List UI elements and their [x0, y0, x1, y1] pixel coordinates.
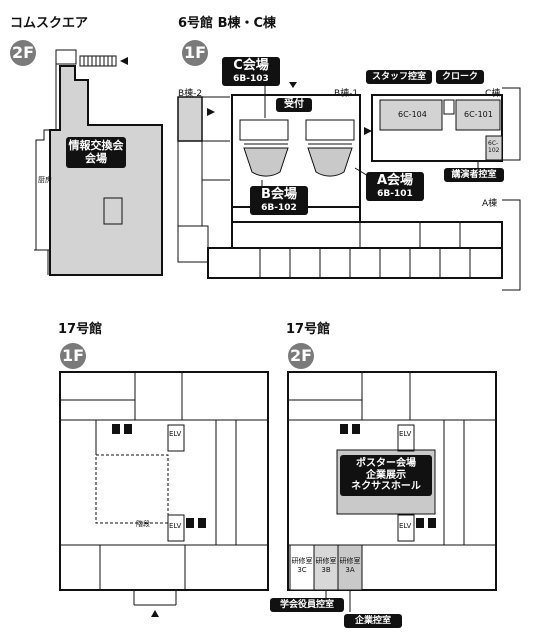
- hall-a-room: 6B-101: [377, 188, 413, 199]
- label-elv-2f-lower: ELV: [399, 522, 412, 530]
- hall-c-name: C会場: [233, 58, 269, 73]
- label-stairs: 階段: [136, 520, 150, 528]
- label-elv-2f-upper: ELV: [399, 430, 412, 438]
- komusquare-title: コムスクエア: [10, 16, 89, 31]
- label-hall-b: B会場 6B-102: [250, 186, 308, 216]
- hall-b-room: 6B-102: [261, 202, 297, 213]
- label-hall-a: A会場 6B-101: [366, 172, 424, 202]
- label-staff-room: スタッフ控室: [366, 70, 432, 85]
- floor-badge-bldg17-1f: 1F: [60, 343, 86, 369]
- label-room-3b: 研修室 3B: [315, 557, 337, 574]
- label-6c-102: 6C-102: [488, 140, 500, 154]
- komusquare-plan: [34, 49, 163, 276]
- floor-badge-bldg6: 1F: [182, 40, 208, 66]
- label-b1-wing: B棟-1: [334, 89, 359, 99]
- label-company-room: 企業控室: [344, 614, 402, 629]
- label-info-exchange-hall: 情報交換会 会場: [66, 137, 126, 169]
- bldg17-1f-title: 17号館: [58, 322, 103, 337]
- label-reception: 受付: [276, 98, 312, 112]
- hall-b-name: B会場: [261, 187, 297, 202]
- label-officers-room: 学会役員控室: [270, 598, 344, 613]
- label-speakers-room: 講演者控室: [444, 168, 504, 183]
- hall-a-name: A会場: [376, 173, 414, 188]
- label-hall-c: C会場 6B-103: [222, 57, 280, 87]
- label-6c-104: 6C-104: [398, 110, 427, 119]
- label-6c-101: 6C-101: [464, 110, 493, 119]
- floor-badge-komusquare: 2F: [10, 40, 36, 66]
- label-kitchen: 厨房: [38, 176, 52, 184]
- label-room-3c: 研修室 3C: [291, 557, 313, 574]
- label-poster-hall: ポスター会場 企業展示 ネクサスホール: [340, 455, 432, 496]
- label-room-3a: 研修室 3A: [339, 557, 361, 574]
- bldg17-2f-title: 17号館: [286, 322, 331, 337]
- bldg6-title: 6号館 B棟・C棟: [178, 16, 277, 31]
- label-elv-1f-upper: ELV: [169, 430, 182, 438]
- floor-badge-bldg17-2f: 2F: [288, 343, 314, 369]
- label-elv-1f-lower: ELV: [169, 522, 182, 530]
- label-a-wing: A棟: [482, 199, 498, 209]
- hall-c-room: 6B-103: [233, 73, 269, 84]
- label-b2-wing: B棟-2: [178, 89, 203, 99]
- label-c-wing: C棟: [485, 89, 501, 99]
- label-cloak: クローク: [436, 70, 484, 85]
- bldg17-1f-plan: [59, 371, 269, 617]
